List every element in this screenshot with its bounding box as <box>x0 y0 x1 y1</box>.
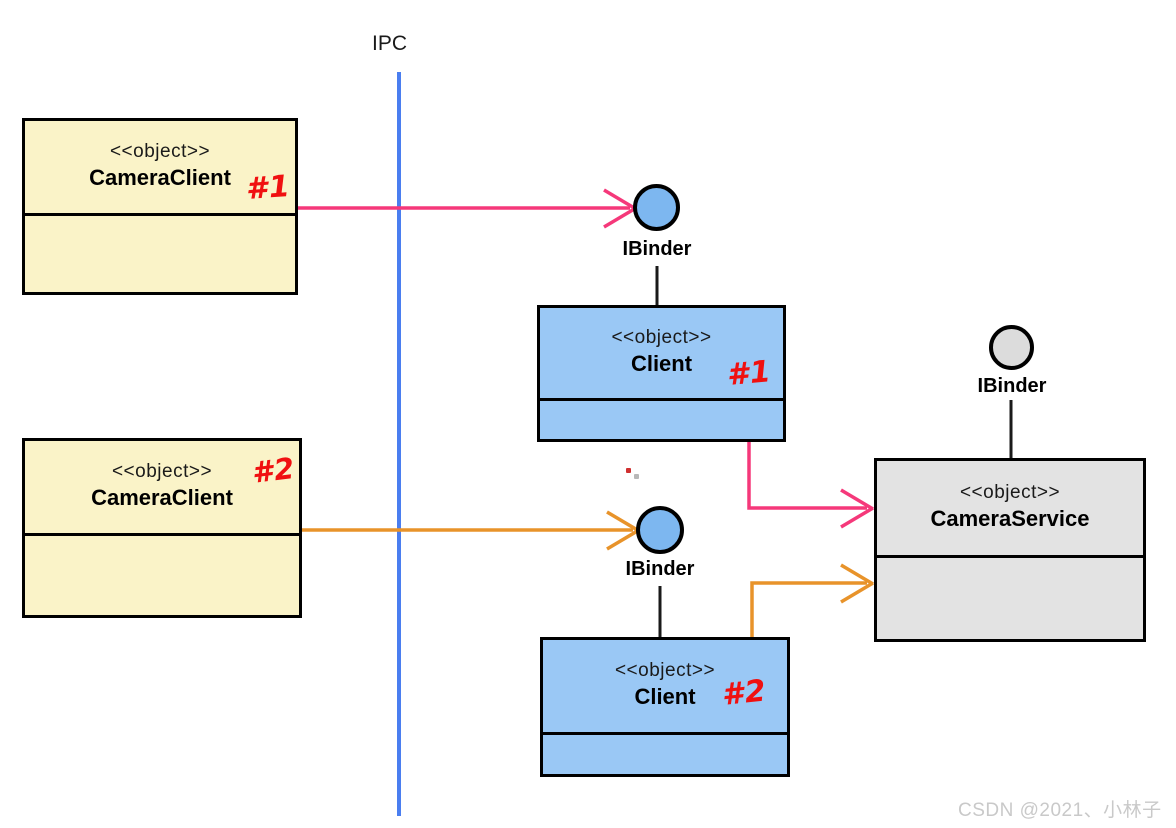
object-header-camera-client-2: <<object>> CameraClient <box>25 441 299 536</box>
ibinder-circle-icon-service[interactable] <box>989 325 1034 370</box>
object-attributes-compartment <box>540 401 783 439</box>
object-attributes-compartment <box>877 558 1143 639</box>
object-box-camera-client-2[interactable]: <<object>> CameraClient <box>22 438 302 618</box>
connector-cameraclient1-ibinder1 <box>297 188 637 229</box>
stereotype-label: <<object>> <box>611 327 712 349</box>
stereotype-label: <<object>> <box>109 141 211 163</box>
object-box-camera-service[interactable]: <<object>> CameraService <box>874 458 1146 642</box>
ink-speck-gray <box>634 474 639 479</box>
object-header-camera-service: <<object>> CameraService <box>877 461 1143 558</box>
connector-client1-cameraservice <box>747 442 874 529</box>
object-name-label: CameraClient <box>89 165 231 191</box>
ink-annotation-client-2: #2 <box>720 673 770 713</box>
ibinder-label-2: IBinder <box>625 558 695 580</box>
ink-annotation-camera-client-2: #2 <box>249 450 299 490</box>
object-header-camera-client-1: <<object>> CameraClient <box>25 121 295 216</box>
object-box-client-2[interactable]: <<object>> Client <box>540 637 790 777</box>
connector-client2-cameraservice <box>750 563 874 640</box>
connector-cameraclient2-ibinder2 <box>302 510 640 551</box>
ink-annotation-camera-client-1: #1 <box>244 168 293 207</box>
ink-annotation-client-1: #1 <box>725 354 775 393</box>
stereotype-label: <<object>> <box>111 461 213 483</box>
object-name-label: Client <box>630 351 693 377</box>
object-box-client-1[interactable]: <<object>> Client <box>537 305 786 442</box>
object-attributes-compartment <box>25 536 299 615</box>
object-attributes-compartment <box>25 216 295 292</box>
object-attributes-compartment <box>543 735 787 774</box>
ibinder-circle-icon-1[interactable] <box>633 184 680 231</box>
object-header-client-1: <<object>> Client <box>540 308 783 401</box>
ibinder-label-service: IBinder <box>977 375 1047 397</box>
object-name-label: Client <box>634 684 696 710</box>
stereotype-label: <<object>> <box>614 660 716 682</box>
object-box-camera-client-1[interactable]: <<object>> CameraClient <box>22 118 298 295</box>
object-name-label: CameraClient <box>91 485 233 511</box>
ibinder-label-1: IBinder <box>622 238 692 260</box>
watermark-text: CSDN @2021、小林子 <box>958 800 1162 821</box>
object-name-label: CameraService <box>930 506 1090 532</box>
object-header-client-2: <<object>> Client <box>543 640 787 735</box>
ibinder-circle-icon-2[interactable] <box>636 506 684 554</box>
stereotype-label: <<object>> <box>959 482 1061 504</box>
ink-speck <box>626 468 631 473</box>
ipc-label: IPC <box>372 32 408 55</box>
